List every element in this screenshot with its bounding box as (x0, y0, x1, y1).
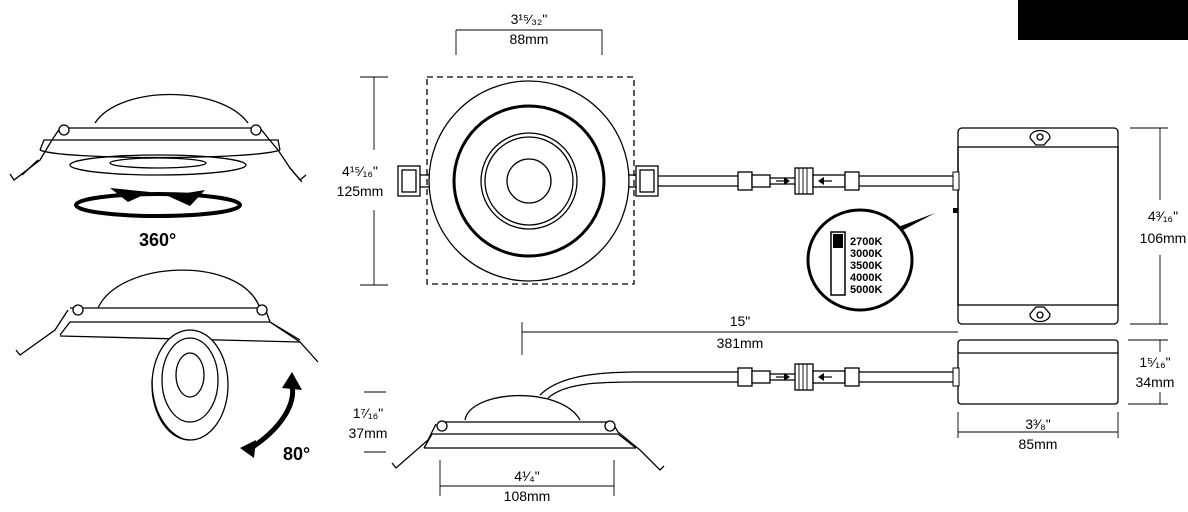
side-height-mm: 37mm (349, 425, 388, 441)
top-width-dimension (455, 29, 603, 55)
connector-arrow-icon (776, 177, 832, 185)
cct-switch-icon (806, 208, 935, 312)
top-width-mm: 88mm (510, 31, 549, 47)
cct-option-5000k: 5000K (850, 284, 882, 296)
cct-option-2700k: 2700K (850, 236, 882, 248)
cct-option-3500k: 3500K (850, 260, 882, 272)
cct-option-3000k: 3000K (850, 248, 882, 260)
side-width-dimension (439, 460, 615, 496)
junction-depth-dimension (1128, 339, 1168, 405)
tilt-label: 80° (283, 444, 310, 464)
cable-length-inches: 15" (730, 313, 751, 329)
side-width-inches: 4¹⁄₄" (514, 468, 540, 484)
side-height-inches: 1⁷⁄₁₆" (353, 405, 384, 421)
tilt-arrow-icon (240, 372, 302, 458)
top-width-inches: 3¹⁵⁄₃₂" (511, 11, 548, 27)
cable-length-dimension (521, 322, 958, 355)
swivel-label: 360° (139, 230, 176, 250)
junction-width-inches: 3³⁄₈" (1025, 416, 1051, 432)
swivel-view (9, 93, 307, 183)
junction-height-inches: 4³⁄₁₆" (1148, 208, 1178, 224)
corner-block (1018, 0, 1188, 40)
junction-box-side (952, 339, 1119, 405)
junction-box-top (952, 127, 1119, 325)
junction-height-dimension (1130, 127, 1168, 325)
cable-length-mm: 381mm (717, 335, 764, 351)
side-view (391, 371, 738, 471)
junction-depth-mm: 34mm (1136, 374, 1175, 390)
junction-height-mm: 106mm (1140, 230, 1187, 246)
side-height-dimension (364, 391, 386, 453)
top-height-inches: 4¹⁵⁄₁₆" (342, 163, 378, 179)
junction-depth-inches: 1⁵⁄₁₆" (1139, 354, 1170, 370)
top-connector (737, 167, 958, 195)
side-width-mm: 108mm (504, 488, 551, 504)
top-height-dimension (360, 76, 388, 286)
junction-width-mm: 85mm (1019, 436, 1058, 452)
cct-option-4000k: 4000K (850, 272, 882, 284)
swivel-arrow-icon (74, 188, 242, 218)
tilt-view (15, 269, 319, 441)
junction-width-dimension (957, 412, 1119, 438)
top-height-mm: 125mm (337, 183, 384, 199)
side-connector (737, 363, 958, 391)
top-view (397, 76, 738, 285)
